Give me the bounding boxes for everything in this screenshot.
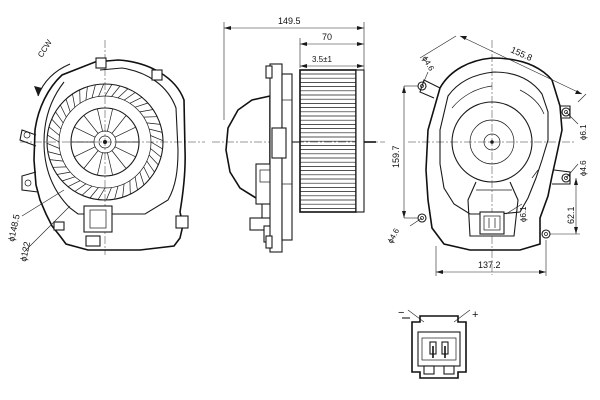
impeller-blade: [139, 171, 145, 186]
rear-dim-offset: 62.1: [566, 206, 576, 224]
impeller-blade: [150, 135, 164, 142]
impeller-blade: [55, 111, 64, 124]
front-diameter-inner: ϕ122: [18, 241, 32, 263]
connector-minus: −: [398, 307, 404, 319]
impeller-blade: [56, 171, 71, 175]
impeller-blade: [47, 151, 61, 156]
impeller-spoke: [83, 115, 99, 134]
impeller-outer: [46, 83, 164, 201]
impeller-blade: [134, 102, 149, 108]
impeller-blade: [89, 187, 99, 199]
impeller-blade: [105, 187, 112, 201]
impeller-blade: [104, 84, 113, 97]
impeller-blade: [65, 98, 71, 113]
impeller-blade: [150, 148, 162, 158]
impeller-blade: [51, 118, 62, 130]
impeller-blade: [59, 104, 67, 118]
impeller-blade: [123, 92, 136, 101]
connector-body: [411, 315, 467, 379]
impeller-blade: [146, 122, 161, 125]
impeller-spoke: [97, 108, 103, 132]
rotation-label: CCW: [36, 38, 54, 59]
impeller-spoke: [114, 146, 136, 158]
rear-hole-right-mid: ϕ4.6: [579, 160, 588, 176]
front-housing-outline: [33, 59, 186, 251]
impeller-blade: [98, 83, 105, 97]
impeller-blade: [97, 187, 106, 200]
connector-plus: +: [472, 309, 478, 321]
impeller-blade: [149, 128, 163, 133]
rear-hole-right-top: ϕ6.1: [579, 124, 588, 140]
impeller-blade: [146, 160, 155, 173]
impeller-blade: [46, 142, 60, 149]
impeller-spoke: [107, 152, 113, 176]
rear-motor-ring: [451, 101, 533, 183]
impeller-blade: [114, 186, 119, 200]
fan-ribs: [300, 73, 356, 209]
rear-connector: [479, 211, 505, 235]
impeller-blade: [134, 176, 138, 191]
rotation-arrow: [37, 63, 71, 97]
rear-hole-bottom-left: ϕ4.6: [386, 226, 402, 244]
impeller-spokes: [71, 108, 139, 176]
impeller-spoke: [74, 126, 96, 138]
impeller-spoke: [114, 126, 136, 138]
impeller-spoke: [74, 146, 96, 158]
side-width-overall: 149.5: [278, 16, 301, 26]
impeller-blades: [46, 83, 164, 201]
impeller-blade: [143, 166, 151, 180]
side-view: 149.5 70 3.5±1: [212, 16, 385, 253]
impeller-blade: [49, 159, 64, 162]
impeller-blade: [81, 185, 93, 196]
impeller-blade: [48, 126, 60, 136]
front-view: CCW ϕ148.5 ϕ122: [6, 38, 205, 263]
impeller-spoke: [83, 150, 99, 169]
impeller-blade: [72, 93, 76, 108]
impeller-blade: [139, 109, 154, 113]
rear-hole-bottom-mid: ϕ6.1: [519, 206, 528, 222]
side-width-fan: 70: [322, 32, 332, 42]
impeller-spoke: [111, 150, 127, 169]
rear-hole-top-left: ϕ4.6: [420, 55, 436, 73]
impeller-spoke: [97, 152, 103, 176]
impeller-blade: [67, 180, 81, 188]
side-gap: 3.5±1: [312, 55, 333, 64]
impeller-blade: [122, 183, 125, 198]
impeller-blade: [148, 154, 159, 166]
impeller-blade: [74, 183, 87, 192]
impeller-blade: [85, 86, 88, 101]
impeller-blade: [111, 85, 121, 97]
rear-view: 155.8 159.7 137.2 62.1 ϕ6.1 ϕ4.6 ϕ4.6 ϕ4…: [386, 35, 588, 276]
rear-housing-outline: [425, 57, 563, 251]
impeller-blade: [117, 88, 129, 99]
connector-detail: − +: [398, 307, 478, 379]
rear-dim-width: 137.2: [478, 260, 501, 270]
impeller-blade: [129, 96, 143, 104]
rear-dim-height: 159.7: [391, 145, 401, 168]
impeller-blade: [150, 141, 163, 150]
impeller-blade: [61, 176, 76, 182]
impeller-blade: [91, 84, 96, 98]
impeller-spoke: [107, 108, 113, 132]
impeller-spoke: [111, 115, 127, 134]
front-diameter-outer: ϕ148.5: [6, 213, 22, 242]
impeller-blade: [47, 134, 60, 143]
